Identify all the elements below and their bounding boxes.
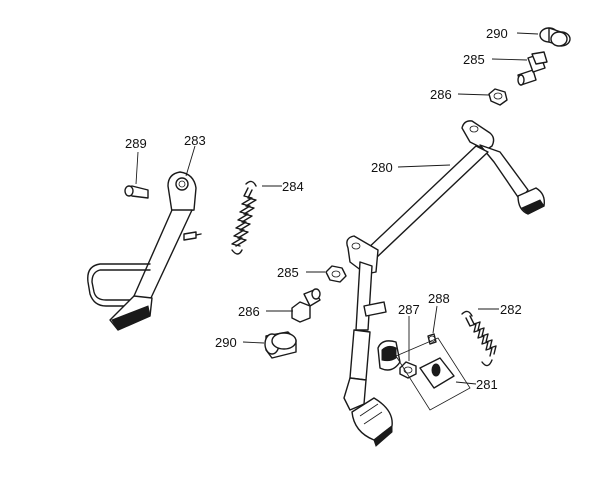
callout-281: 281 <box>476 377 498 392</box>
leader-289 <box>135 151 139 185</box>
leader-288 <box>432 305 438 334</box>
part-283-side-stand <box>87 171 202 331</box>
callout-290-top: 290 <box>486 26 508 41</box>
part-287-nut <box>399 361 417 379</box>
callout-283: 283 <box>184 133 206 148</box>
part-280-main-stand <box>343 120 546 447</box>
callout-290-bottom: 290 <box>215 335 237 350</box>
part-285-nut-mid <box>325 265 347 283</box>
leader-290-top <box>516 32 539 35</box>
part-286-bolt-mid <box>291 288 321 323</box>
part-285-bolt-top <box>517 51 548 86</box>
part-282-spring <box>461 310 497 367</box>
callout-287: 287 <box>398 302 420 317</box>
part-290-collar-bottom <box>264 331 297 359</box>
leader-280 <box>397 164 451 168</box>
part-281-stop-pad-group <box>395 337 471 411</box>
leader-285-top <box>491 58 528 61</box>
part-290-collar-top <box>539 27 571 47</box>
leader-283 <box>185 145 196 177</box>
callout-286-mid: 286 <box>238 304 260 319</box>
callout-285-top: 285 <box>463 52 485 67</box>
leader-286-top <box>457 93 490 96</box>
leader-281 <box>455 381 477 385</box>
leader-290-bottom <box>242 341 265 344</box>
callout-284: 284 <box>282 179 304 194</box>
callout-289: 289 <box>125 136 147 151</box>
callout-288: 288 <box>428 291 450 306</box>
part-284-spring <box>231 180 257 255</box>
callout-282: 282 <box>500 302 522 317</box>
callout-286-top: 286 <box>430 87 452 102</box>
part-289-bolt <box>124 185 149 199</box>
callout-285-mid: 285 <box>277 265 299 280</box>
part-286-nut-top <box>488 88 508 106</box>
callout-280: 280 <box>371 160 393 175</box>
